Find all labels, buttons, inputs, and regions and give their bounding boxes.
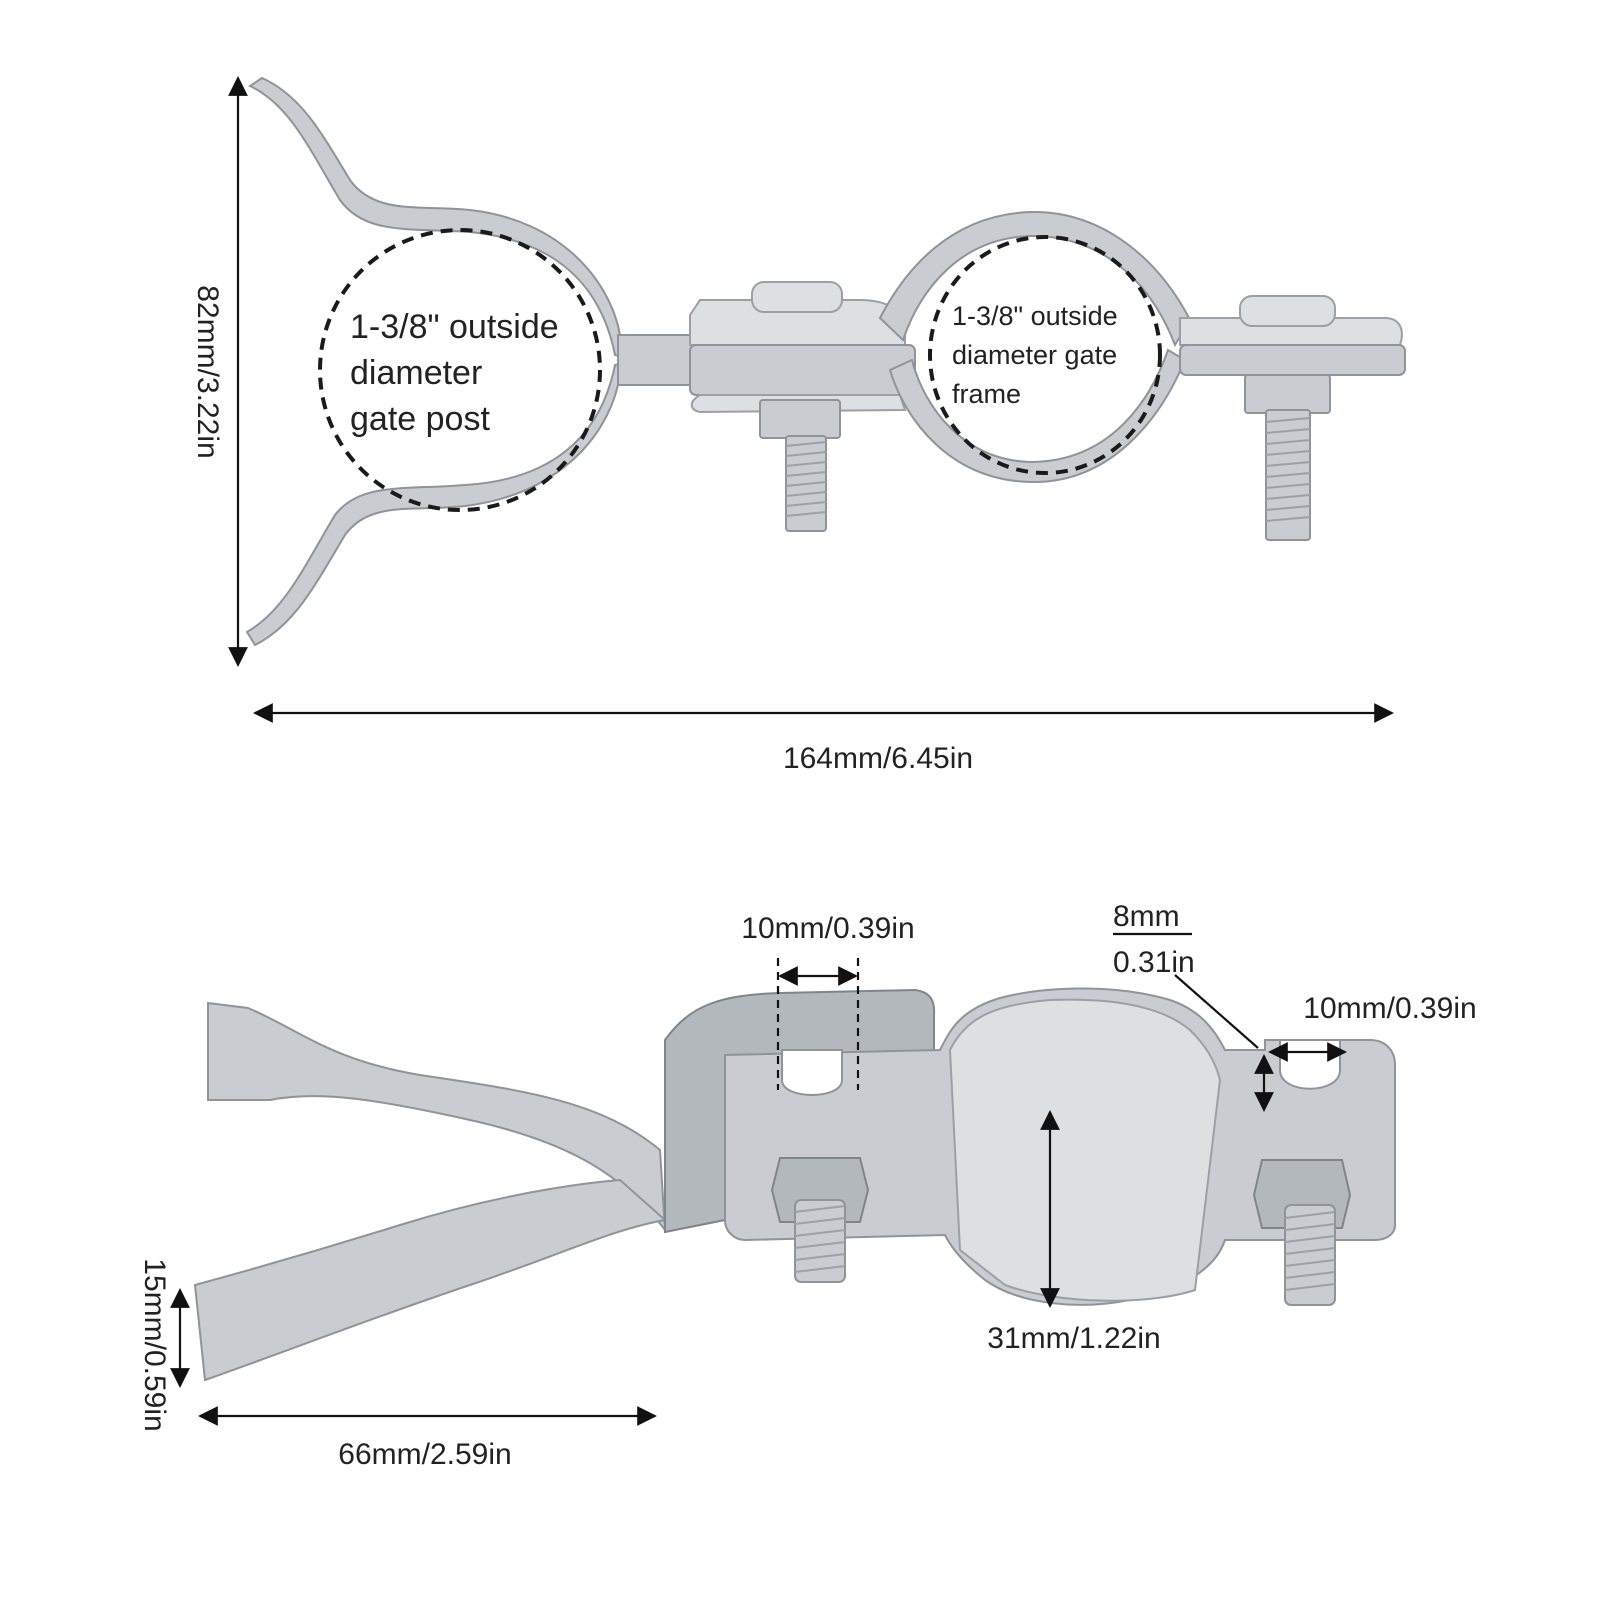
frame-label-line-1: 1-3/8" outside	[952, 301, 1118, 331]
slot-width-label-right: 10mm/0.39in	[1303, 992, 1476, 1025]
right-nut	[1244, 374, 1331, 414]
height-dimension-label: 82mm/3.22in	[191, 285, 224, 458]
frame-label-line-2: diameter gate	[952, 340, 1117, 370]
side-clamp-bore	[948, 998, 1222, 1302]
side-view-clamp	[193, 987, 1396, 1382]
left-bolt-plate-lower	[689, 344, 916, 396]
side-rear-plate	[664, 988, 936, 1234]
post-label-line-1: 1-3/8" outside	[350, 308, 559, 346]
left-nut	[759, 399, 841, 439]
right-bolt-head	[1239, 295, 1336, 327]
gate-frame-dashed-circle	[928, 235, 1162, 475]
right-bolt-plate-lower	[1179, 344, 1406, 376]
post-fork-upper-arm	[247, 76, 641, 362]
right-bolt-slot	[1279, 1039, 1341, 1090]
top-view-clamp	[245, 76, 1406, 647]
frame-label-line-3: frame	[952, 379, 1021, 409]
post-label-line-2: diameter	[350, 354, 482, 392]
side-right-bolt	[1284, 1204, 1336, 1306]
side-lower-arm	[193, 1178, 668, 1382]
thickness-label-bottom: 0.31in	[1113, 946, 1195, 979]
post-fork-lower-arm	[245, 358, 641, 647]
arm-length-label: 66mm/2.59in	[338, 1438, 511, 1471]
left-bolt-head	[751, 281, 843, 313]
post-label-line-3: gate post	[350, 400, 490, 438]
slot-width-label-left: 10mm/0.39in	[741, 912, 914, 945]
arm-width-label: 15mm/0.59in	[138, 1258, 171, 1431]
left-bolt-slot	[781, 1049, 843, 1096]
clamp-height-label: 31mm/1.22in	[987, 1322, 1160, 1355]
width-dimension-label: 164mm/6.45in	[783, 742, 973, 775]
gate-post-dashed-circle	[318, 228, 602, 512]
thickness-label-top: 8mm	[1113, 900, 1180, 933]
thickness-leader	[1174, 974, 1259, 1049]
